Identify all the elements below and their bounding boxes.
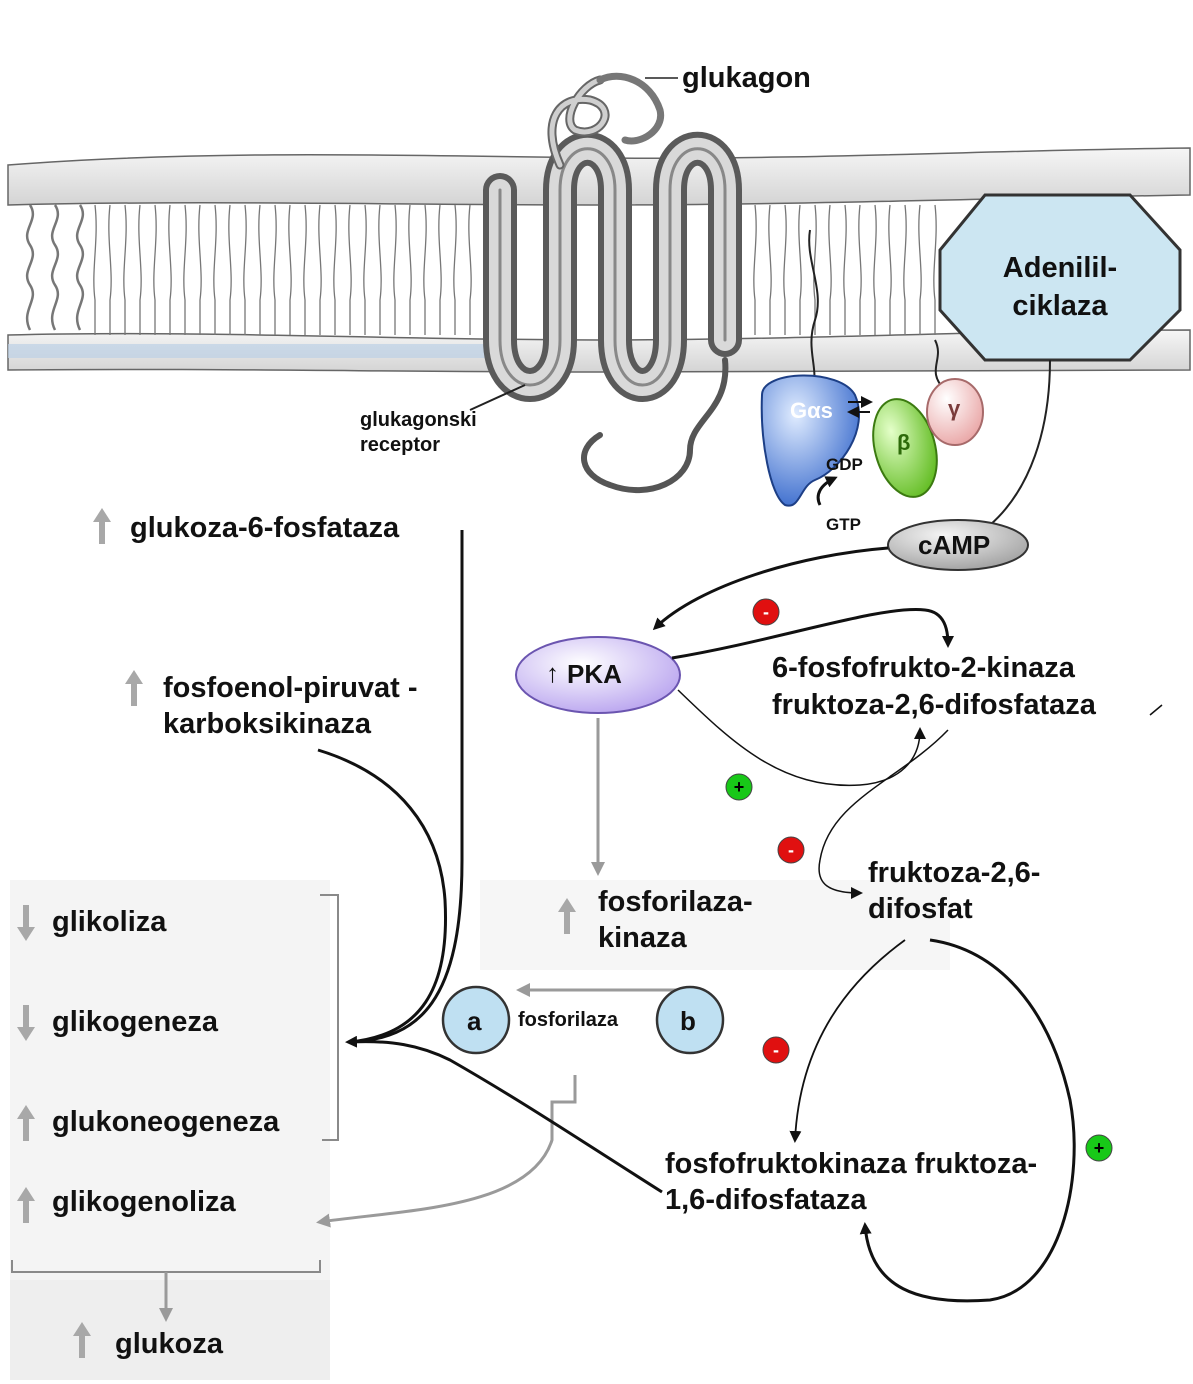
bifunctional-to-f26bp-arrow (818, 729, 949, 899)
g6pase-label: glukoza-6-fosfataza (130, 512, 400, 544)
camp-to-pka-arrow (652, 546, 889, 631)
pepck-to-processes-arrow (317, 748, 448, 1044)
svg-text:-: - (773, 1040, 779, 1060)
glucose-up-arrow (73, 1322, 91, 1358)
activate-sign-pfk: + (1085, 1134, 1113, 1162)
pfk-to-processes-arrow (349, 1040, 663, 1194)
pka-to-phosphatase-arrow (677, 689, 926, 787)
phosphorylase-kinase-label: fosforilaza-kinaza (598, 886, 753, 955)
processes-panel-bg (10, 880, 330, 1280)
glucagon-receptor-shape (483, 72, 742, 493)
phosphorylase-a-label: a (467, 1006, 482, 1036)
pepck-label: fosfoenol-piruvat -karboksikinaza (163, 672, 418, 741)
f26bp-to-pfk-arrow (789, 939, 906, 1143)
pka-arrow: ↑ (546, 658, 559, 688)
svg-text:-: - (788, 840, 794, 860)
inhibit-sign-f26bp: - (777, 836, 805, 864)
inhibit-sign-kinase: - (752, 598, 780, 626)
receptor-label: glukagonski receptor (360, 409, 477, 456)
pepck-up-arrow (125, 670, 143, 706)
regulation-arrows (17, 508, 576, 1358)
phosphorylase-b-circle (655, 985, 725, 1055)
adenylyl-cyclase-label: Adenilil-ciklaza (1002, 252, 1118, 322)
phosphorylase-a-circle (441, 985, 511, 1055)
f26bp-label: fruktoza-2,6-difosfat (868, 857, 1041, 926)
camp-shape (887, 519, 1029, 571)
adenylyl-cyclase-shape (938, 193, 1182, 362)
g-beta-label: β (897, 430, 911, 455)
pfk-label: fosfofruktokinaza fruktoza-1,6-difosfata… (665, 1148, 1038, 1217)
bifunctional-tail (1149, 704, 1163, 716)
gtp-arrow (816, 476, 838, 506)
f26bp-activation-loop (859, 938, 1076, 1303)
kinase-up-arrow (558, 898, 576, 934)
g6pase-up-arrow (93, 508, 111, 544)
g-gamma-subunit (926, 378, 984, 446)
inhibit-sign-phosphorylase: - (762, 1036, 790, 1064)
pka-to-bifunctional-arrow (671, 608, 954, 660)
camp-label: cAMP (918, 530, 991, 560)
glucagon-label: glukagon (682, 62, 811, 94)
svg-text:+: + (1094, 1138, 1105, 1158)
phosphorylase-b-label: b (680, 1006, 696, 1036)
gluconeogenesis-up-arrow (17, 1105, 35, 1141)
g-alpha-subunit (760, 374, 861, 507)
g-alpha-label: Gαs (790, 398, 833, 423)
glycogenolysis-up-arrow (17, 1187, 35, 1223)
cyclase-to-camp-line (989, 359, 1051, 526)
svg-text:-: - (763, 602, 769, 622)
gtp-label: GTP (826, 515, 861, 534)
glycolysis-down-arrow (17, 905, 35, 941)
receptor-leader (469, 384, 526, 411)
glucose-label: glukoza (115, 1328, 223, 1360)
pka-shape (515, 636, 681, 714)
g6pase-to-processes-arrow (345, 530, 464, 1048)
kinase-panel-bg (480, 880, 950, 970)
processes-bracket (320, 894, 339, 1141)
g-alpha-anchor (808, 229, 819, 391)
glycogenesis-down-arrow (17, 1005, 35, 1041)
pka-label: PKA (567, 659, 622, 689)
g-beta-subunit (872, 398, 938, 498)
phosphorylase-label: fosforilaza (518, 1009, 619, 1031)
gdp-label: GDP (826, 455, 863, 474)
process-glycolysis: glikoliza (52, 906, 167, 938)
process-glycogenesis: glikogeneza (52, 1006, 218, 1038)
process-gluconeogenesis: glukoneogeneza (52, 1106, 280, 1138)
phosphorylase-to-glycogenolysis-arrow (316, 1075, 577, 1228)
glucose-panel-bg (10, 1280, 330, 1380)
activate-sign-phosphatase: + (725, 773, 753, 801)
bifunctional-enzyme-label: 6-fosfofrukto-2-kinaza fruktoza-2,6-difo… (772, 652, 1096, 722)
process-glycogenolysis: glikogenoliza (52, 1186, 236, 1218)
g-gamma-label: γ (948, 396, 961, 421)
svg-text:+: + (734, 777, 745, 797)
